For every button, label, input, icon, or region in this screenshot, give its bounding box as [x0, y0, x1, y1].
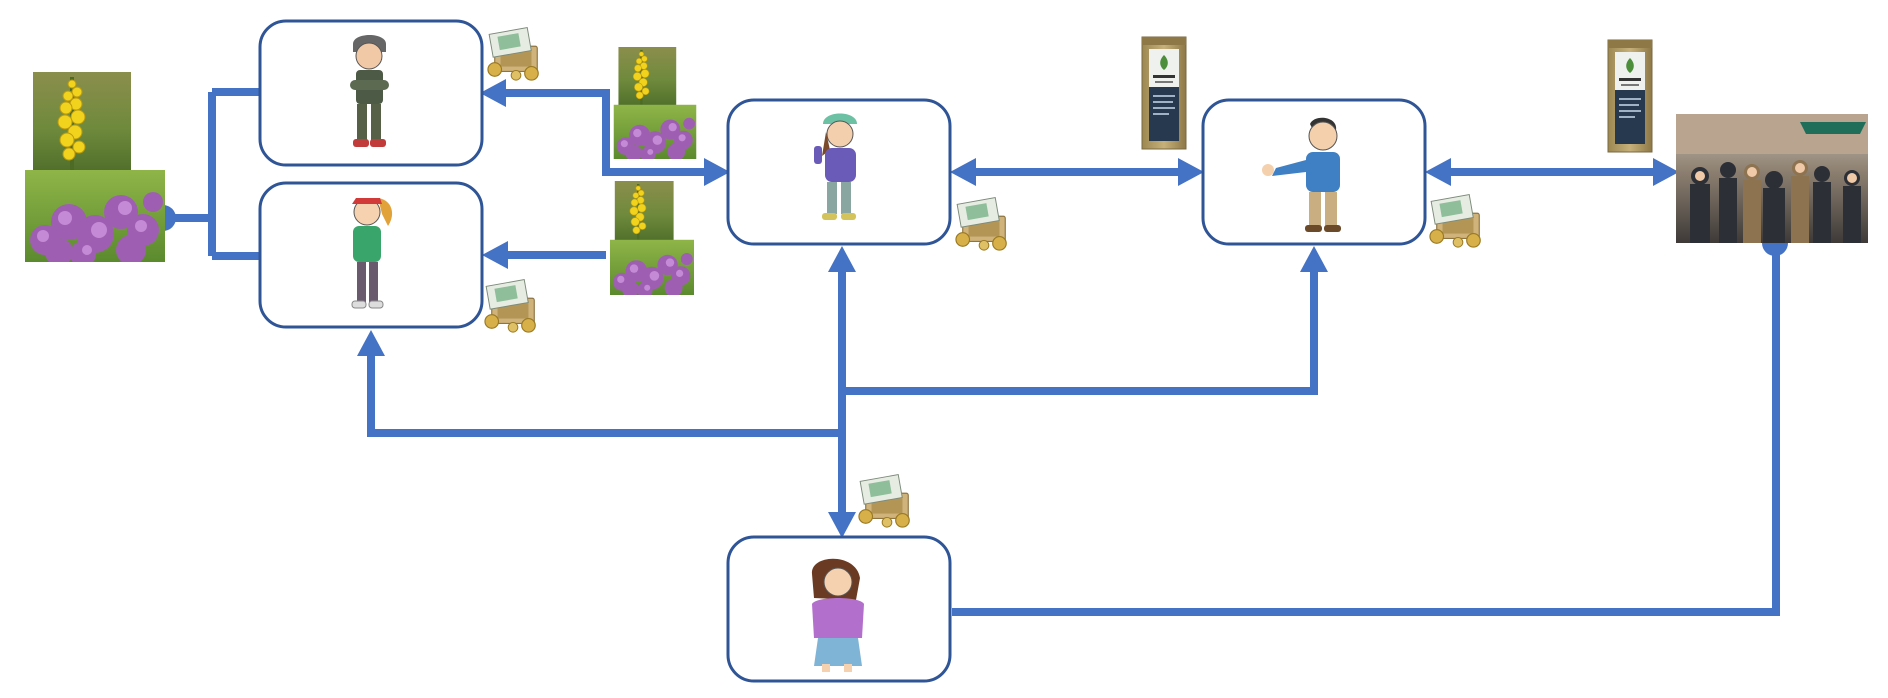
collector-1-to-processor-line [488, 89, 715, 176]
arrowhead-processor-left [950, 158, 976, 186]
arrowheads [357, 79, 1679, 538]
connector-lines [165, 88, 1780, 616]
coordinator-figure [811, 558, 864, 672]
arrowhead-down-coordinator [828, 512, 856, 538]
collector-1-figure [350, 35, 389, 147]
arrowhead-to-processor [704, 158, 730, 186]
arrowhead-up-wholesaler [1300, 246, 1328, 272]
flowers-from-collector-2-photo [609, 181, 695, 295]
arrowhead-to-collector-1 [480, 79, 506, 107]
flowers-source-photo [25, 72, 165, 262]
arrowhead-wholesaler-right [1425, 158, 1451, 186]
arrowhead-up-processor [828, 246, 856, 272]
coordinator-to-wholesaler-line [842, 270, 1318, 395]
coordinator-to-collector-2-line [367, 352, 842, 437]
money-icon-3 [955, 197, 1007, 251]
arrowhead-to-collector-2 [482, 241, 508, 269]
collector-2-figure [351, 198, 393, 309]
wholesaler-figure [1262, 117, 1341, 232]
money-icon-5 [858, 474, 910, 528]
arrowhead-consumers-left [1653, 158, 1679, 186]
money-icon-1 [487, 27, 539, 81]
tea-bag-2-photo [1607, 39, 1653, 153]
source-split-line [165, 88, 262, 260]
processor-figure [814, 113, 857, 220]
arrowhead-wholesaler-left [1178, 158, 1204, 186]
crowd-photo [1676, 114, 1868, 243]
arrowhead-up-collector-2 [357, 330, 385, 356]
money-icon-2 [484, 279, 536, 333]
money-icon-4 [1429, 194, 1481, 248]
flowers-to-processor-photo [613, 47, 697, 159]
tea-bag-1-photo [1141, 36, 1187, 150]
coordinator-to-consumers-line [952, 243, 1780, 616]
